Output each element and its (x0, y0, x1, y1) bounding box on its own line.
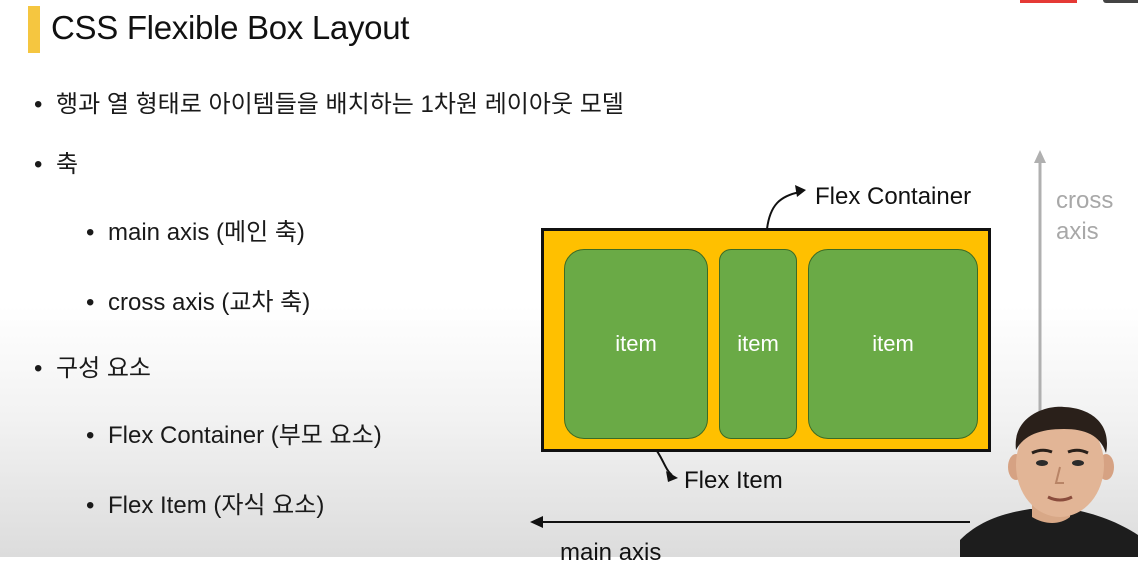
bullet-dot: • (86, 422, 95, 449)
bullet-dot: • (86, 289, 95, 316)
bullet-cross-axis: • cross axis (교차 축) (86, 288, 310, 318)
bullet-text: 행과 열 형태로 아이템들을 배치하는 1차원 레이아웃 모델 (56, 91, 624, 118)
main-axis-arrowhead (530, 516, 543, 528)
cross-axis-label: cross axis (1056, 185, 1113, 247)
container-callout-arrowhead (795, 185, 806, 197)
bullet-flex-container: • Flex Container (부모 요소) (86, 421, 382, 451)
video-progress-indicator (1020, 0, 1077, 3)
bullet-text: cross axis (교차 축) (108, 289, 311, 316)
bullet-definition: • 행과 열 형태로 아이템들을 배치하는 1차원 레이아웃 모델 (34, 90, 624, 120)
presenter-nose (1054, 466, 1064, 484)
title-accent-bar (28, 6, 40, 53)
presenter-mouth (1047, 495, 1073, 502)
slide-title: CSS Flexible Box Layout (51, 9, 410, 46)
bullet-text: Flex Item (자식 요소) (108, 492, 325, 519)
cross-axis-label-line2: axis (1056, 218, 1099, 245)
bullet-text: 축 (56, 151, 79, 178)
presenter-eye-left (1036, 460, 1048, 466)
presenter-brow-left (1031, 448, 1053, 455)
flex-container-box: item item item (541, 228, 991, 452)
bullet-dot: • (34, 91, 43, 118)
flex-item-1: item (564, 249, 708, 439)
bullet-flex-item: • Flex Item (자식 요소) (86, 491, 324, 521)
bullet-text: 구성 요소 (56, 355, 151, 382)
cross-axis-arrowhead (1034, 150, 1046, 163)
cross-axis-label-line1: cross (1056, 187, 1114, 214)
flex-item-2: item (719, 249, 797, 439)
bullet-dot: • (34, 151, 43, 178)
container-callout-arrow (766, 191, 801, 230)
bullet-text: main axis (메인 축) (108, 219, 305, 246)
bullet-dot: • (86, 219, 95, 246)
presenter-eye-right (1072, 460, 1084, 466)
presenter-brow-right (1067, 448, 1089, 455)
presenter-video-overlay (960, 406, 1138, 557)
video-overlay-corner (1103, 0, 1138, 3)
bullet-components: • 구성 요소 (34, 354, 151, 384)
bullet-dot: • (86, 492, 95, 519)
main-axis-label: main axis (560, 539, 662, 566)
bullet-dot: • (34, 355, 43, 382)
bullet-main-axis: • main axis (메인 축) (86, 218, 305, 248)
flex-item-label: Flex Item (684, 467, 783, 494)
presenter-face (1016, 413, 1104, 517)
flex-container-label: Flex Container (815, 183, 972, 210)
bullet-axis: •축 (34, 150, 78, 180)
presenter-hair (1015, 406, 1107, 453)
bullet-text: Flex Container (부모 요소) (108, 422, 382, 449)
flex-item-3: item (808, 249, 978, 439)
presenter-shirt (960, 509, 1138, 557)
item-callout-arrowhead (666, 471, 678, 482)
